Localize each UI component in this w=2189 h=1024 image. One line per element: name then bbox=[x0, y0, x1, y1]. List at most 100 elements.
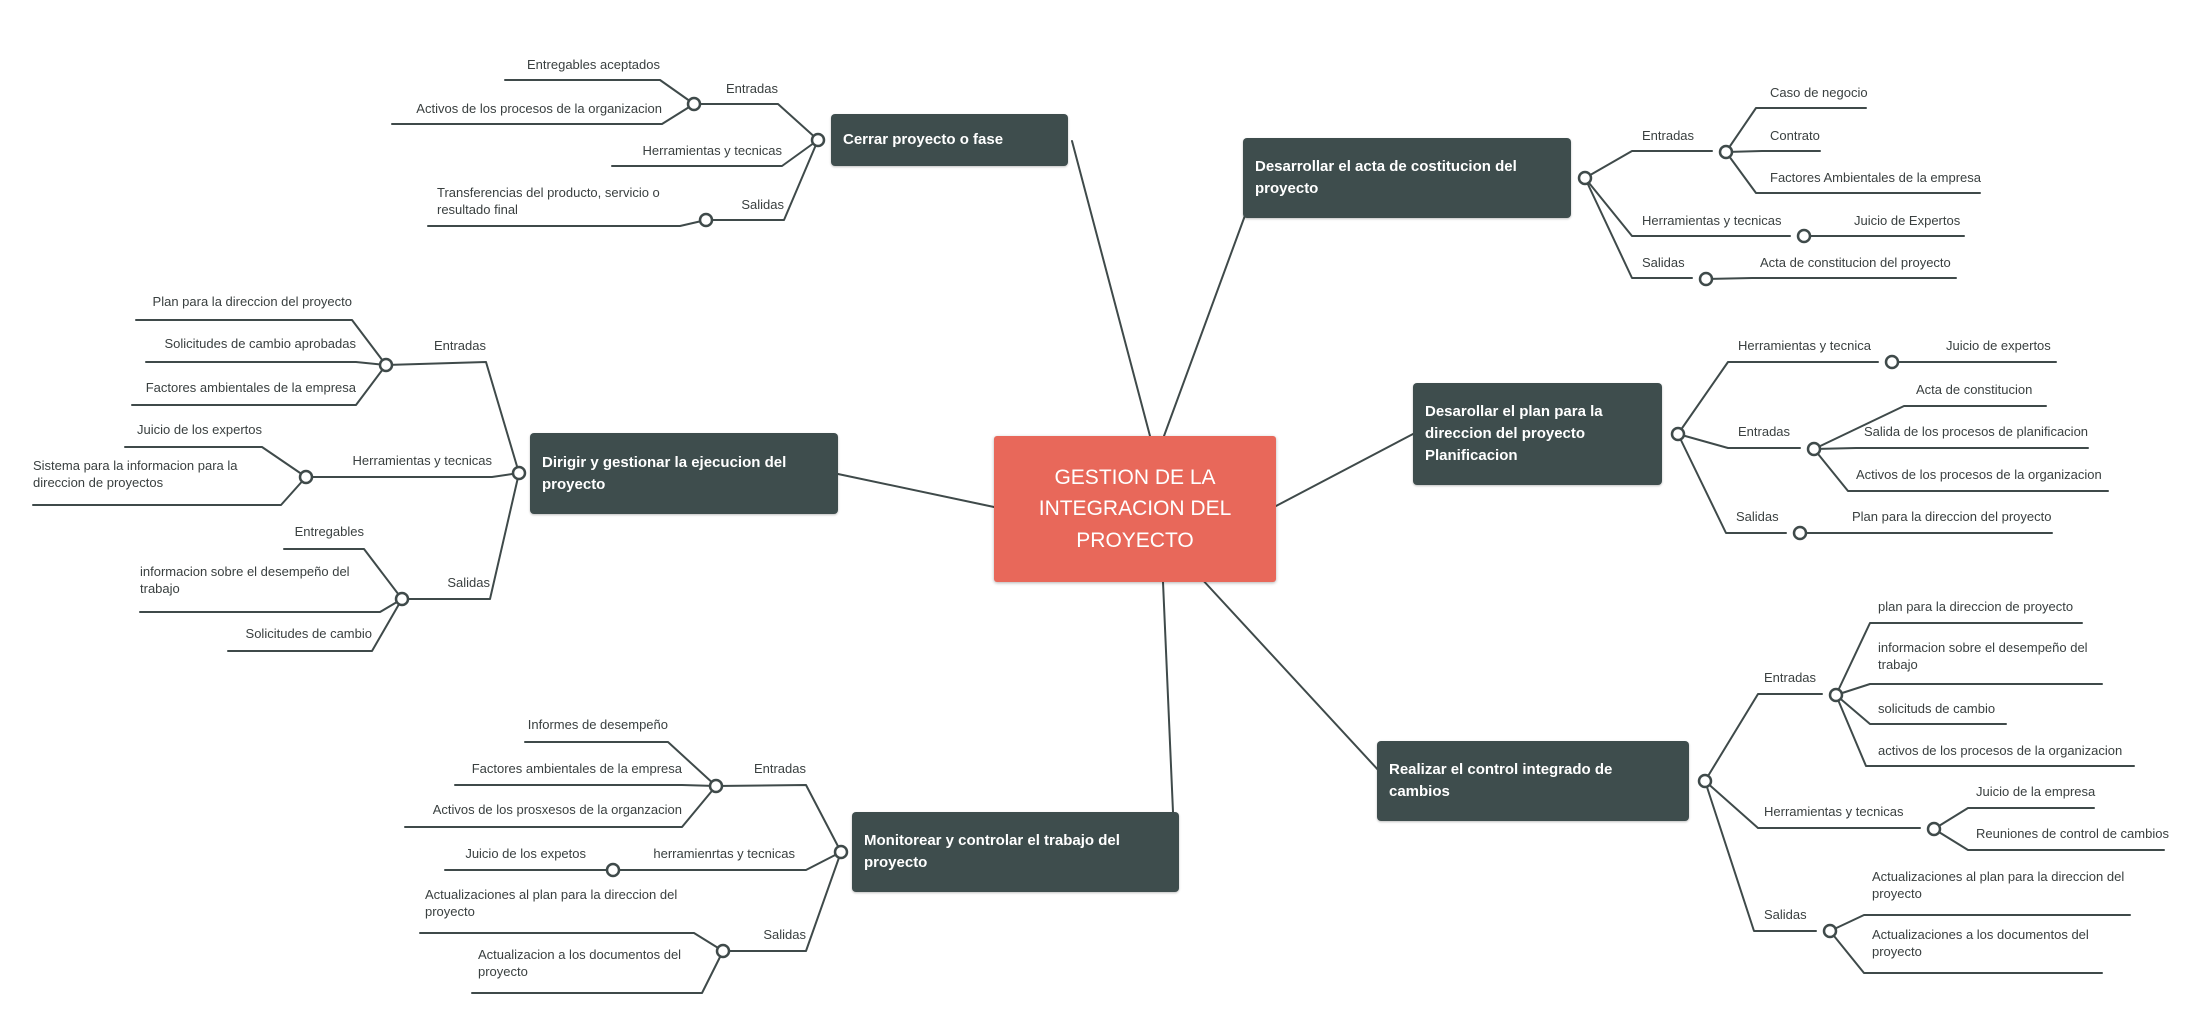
line-control-e1 bbox=[1835, 683, 2103, 696]
item-factores-ambientales-empresa[interactable]: Factores ambientales de la empresa bbox=[145, 380, 356, 395]
line-acta-entradas bbox=[1584, 150, 1713, 179]
item-contrato[interactable]: Contrato bbox=[1770, 128, 1820, 143]
line-dirigir-entradas bbox=[385, 361, 520, 474]
category-monitorear-entradas[interactable]: Entradas bbox=[753, 761, 806, 776]
dot-monitorear-entradas[interactable] bbox=[708, 778, 724, 794]
line-plan-entradas bbox=[1677, 433, 1801, 449]
dot-control-salidas[interactable] bbox=[1822, 923, 1838, 939]
dot-plan-entradas[interactable] bbox=[1806, 441, 1822, 457]
category-control-herramientas[interactable]: Herramientas y tecnicas bbox=[1764, 804, 1904, 819]
item-juicio-expertos[interactable]: Juicio de expertos bbox=[1946, 338, 2051, 353]
item-entregables[interactable]: Entregables bbox=[294, 524, 364, 539]
item-solicitudes-de-cambio[interactable]: Solicitudes de cambio bbox=[245, 626, 372, 641]
category-control-entradas[interactable]: Entradas bbox=[1764, 670, 1817, 685]
item-informacion-desempeno-trabajo[interactable]: informacion sobre el desempeño del traba… bbox=[140, 564, 350, 596]
item-juicio-de-los-expertos[interactable]: Juicio de los expertos bbox=[136, 422, 262, 437]
item-informacion-desempeno-control[interactable]: informacion sobre el desempeño del traba… bbox=[1878, 640, 2088, 672]
item-actualizaciones-plan-direccion[interactable]: Actualizaciones al plan para la direccio… bbox=[425, 887, 678, 919]
category-cerrar-entradas[interactable]: Entradas bbox=[725, 81, 778, 96]
item-acta-de-constitucion[interactable]: Acta de constitucion bbox=[1916, 382, 2033, 397]
category-plan-entradas[interactable]: Entradas bbox=[1738, 424, 1791, 439]
category-control-salidas[interactable]: Salidas bbox=[1764, 907, 1807, 922]
center-node[interactable]: GESTION DE LA INTEGRACION DEL PROYECTO bbox=[994, 436, 1276, 582]
branch-plan[interactable]: Desarollar el plan para la direccion del… bbox=[1413, 383, 1662, 485]
dot-dirigir-junction[interactable] bbox=[511, 465, 527, 481]
dot-monitorear-herramientas[interactable] bbox=[605, 862, 621, 878]
item-solicituds-de-cambio[interactable]: solicituds de cambio bbox=[1878, 701, 1996, 716]
category-plan-salidas[interactable]: Salidas bbox=[1736, 509, 1779, 524]
item-entregables-aceptados[interactable]: Entregables aceptados bbox=[527, 57, 660, 72]
item-caso-de-negocio[interactable]: Caso de negocio bbox=[1770, 85, 1868, 100]
item-activos-procesos-control[interactable]: activos de los procesos de la organizaci… bbox=[1878, 743, 2123, 758]
item-plan-direccion-proyecto-salida[interactable]: Plan para la direccion del proyecto bbox=[1852, 509, 2052, 524]
item-informes-de-desempeno[interactable]: Informes de desempeño bbox=[527, 717, 668, 732]
dot-plan-salidas[interactable] bbox=[1792, 525, 1808, 541]
dot-plan-herramientas[interactable] bbox=[1884, 354, 1900, 370]
item-actualizaciones-documentos-control[interactable]: Actualizaciones a los documentos del pro… bbox=[1872, 927, 2089, 959]
dot-cerrar-salidas[interactable] bbox=[698, 212, 714, 228]
dot-acta-junction[interactable] bbox=[1577, 170, 1593, 186]
item-actualizaciones-plan-control[interactable]: Actualizaciones al plan para la direccio… bbox=[1872, 869, 2125, 901]
category-cerrar-herramientas[interactable]: Herramientas y tecnicas bbox=[642, 143, 782, 158]
item-acta-constitucion-proyecto[interactable]: Acta de constitucion del proyecto bbox=[1760, 255, 1951, 270]
line-plan-e0 bbox=[1813, 405, 2047, 450]
dot-acta-salidas[interactable] bbox=[1698, 271, 1714, 287]
item-juicio-de-la-empresa[interactable]: Juicio de la empresa bbox=[1976, 784, 2096, 799]
item-actualizacion-documentos[interactable]: Actualizacion a los documentos del proye… bbox=[478, 947, 682, 979]
line-control-h1 bbox=[1933, 828, 2165, 851]
branch-cerrar[interactable]: Cerrar proyecto o fase bbox=[831, 114, 1068, 166]
line-cerrar-entradas bbox=[693, 103, 819, 141]
dot-plan-junction[interactable] bbox=[1670, 426, 1686, 442]
category-dirigir-salidas[interactable]: Salidas bbox=[447, 575, 490, 590]
item-sistema-informacion-direccion[interactable]: Sistema para la informacion para la dire… bbox=[33, 458, 238, 490]
item-juicio-de-los-expetos[interactable]: Juicio de los expetos bbox=[465, 846, 586, 861]
category-monitorear-herramientas[interactable]: herramienrtas y tecnicas bbox=[653, 846, 795, 861]
item-transferencias-producto[interactable]: Transferencias del producto, servicio o … bbox=[437, 185, 660, 217]
dot-acta-entradas[interactable] bbox=[1718, 144, 1734, 160]
link-monitorear bbox=[1162, 581, 1174, 813]
item-plan-direccion-de-proyecto[interactable]: plan para la direccion de proyecto bbox=[1878, 599, 2074, 614]
dot-dirigir-salidas[interactable] bbox=[394, 591, 410, 607]
branch-control[interactable]: Realizar el control integrado de cambios bbox=[1377, 741, 1689, 821]
item-activos-procesos-organizacion-plan[interactable]: Activos de los procesos de la organizaci… bbox=[1856, 467, 2102, 482]
category-acta-salidas[interactable]: Salidas bbox=[1642, 255, 1685, 270]
item-salida-procesos-planificacion[interactable]: Salida de los procesos de planificacion bbox=[1864, 424, 2089, 439]
category-plan-herramientas[interactable]: Herramientas y tecnica bbox=[1738, 338, 1871, 353]
item-factores-ambientales-monitorear[interactable]: Factores ambientales de la empresa bbox=[471, 761, 682, 776]
item-juicio-de-expertos[interactable]: Juicio de Expertos bbox=[1854, 213, 1961, 228]
branch-monitorear[interactable]: Monitorear y controlar el trabajo del pr… bbox=[852, 812, 1179, 892]
category-acta-herramientas[interactable]: Herramientas y tecnicas bbox=[1642, 213, 1782, 228]
dot-control-entradas[interactable] bbox=[1828, 687, 1844, 703]
dot-monitorear-junction[interactable] bbox=[833, 844, 849, 860]
line-dirigir-s0 bbox=[283, 548, 403, 600]
dot-acta-herramientas[interactable] bbox=[1796, 228, 1812, 244]
category-dirigir-herramientas[interactable]: Herramientas y tecnicas bbox=[352, 453, 492, 468]
category-dirigir-entradas[interactable]: Entradas bbox=[433, 338, 486, 353]
item-factores-ambientales[interactable]: Factores Ambientales de la empresa bbox=[1770, 170, 1981, 185]
line-control-e0 bbox=[1835, 622, 2083, 696]
line-monitorear-entradas bbox=[715, 784, 842, 853]
branch-acta[interactable]: Desarrollar el acta de costitucion del p… bbox=[1243, 138, 1571, 218]
line-plan-salidas bbox=[1677, 433, 1787, 534]
item-activos-procesos-organizacion[interactable]: Activos de los procesos de la organizaci… bbox=[416, 101, 662, 116]
dot-cerrar-junction[interactable] bbox=[810, 132, 826, 148]
dot-control-herramientas[interactable] bbox=[1926, 821, 1942, 837]
dot-dirigir-entradas[interactable] bbox=[378, 357, 394, 373]
dot-monitorear-salidas[interactable] bbox=[715, 943, 731, 959]
item-solicitudes-cambio-aprobadas[interactable]: Solicitudes de cambio aprobadas bbox=[164, 336, 356, 351]
item-activos-prosxesos-organzacion[interactable]: Activos de los prosxesos de la organzaci… bbox=[432, 802, 682, 817]
category-cerrar-salidas[interactable]: Salidas bbox=[741, 197, 784, 212]
line-dirigir-h1 bbox=[32, 476, 307, 506]
line-cerrar-salidas bbox=[705, 139, 819, 221]
dot-control-junction[interactable] bbox=[1697, 773, 1713, 789]
branch-dirigir[interactable]: Dirigir y gestionar la ejecucion del pro… bbox=[530, 433, 838, 514]
item-reuniones-control-cambios[interactable]: Reuniones de control de cambios bbox=[1976, 826, 2169, 841]
category-acta-entradas[interactable]: Entradas bbox=[1642, 128, 1695, 143]
line-acta-herramientas bbox=[1584, 177, 1791, 237]
dot-dirigir-herramientas[interactable] bbox=[298, 469, 314, 485]
item-plan-direccion-proyecto[interactable]: Plan para la direccion del proyecto bbox=[152, 294, 352, 309]
category-monitorear-salidas[interactable]: Salidas bbox=[763, 927, 806, 942]
dot-cerrar-entradas[interactable] bbox=[686, 96, 702, 112]
line-control-entradas bbox=[1704, 693, 1823, 782]
